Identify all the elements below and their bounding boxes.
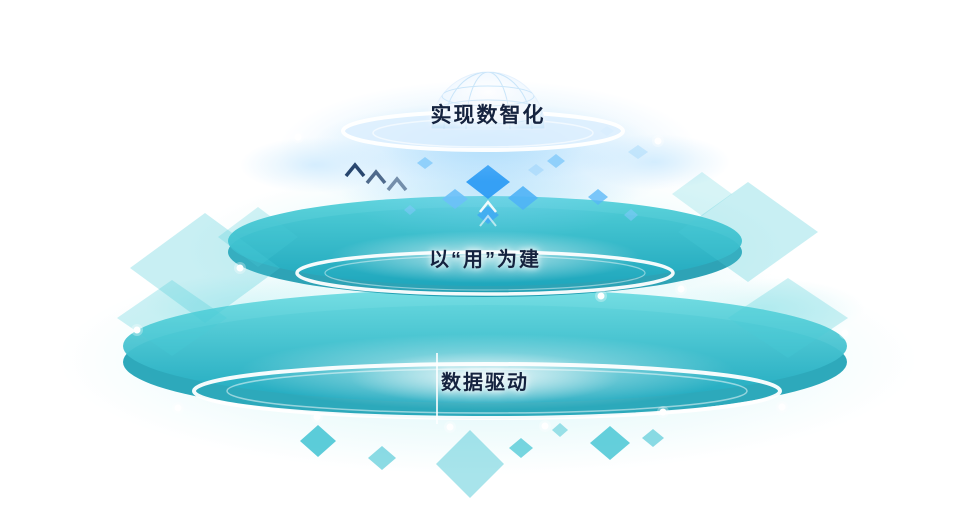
diamond-decor-icon: [218, 207, 298, 267]
diamond-decor-icon: [624, 209, 638, 221]
diamond-decor-icon: [672, 172, 732, 216]
diamond-decor-icon: [590, 426, 630, 460]
rim-dots: [131, 131, 851, 433]
diamond-decor-icon: [130, 213, 280, 323]
diamond-decor-icon: [436, 430, 504, 498]
rim-dot-icon: [313, 413, 321, 421]
rim-dot-icon: [778, 403, 786, 411]
bottom-decor-diamonds: [300, 423, 664, 498]
tier-label-bottom: 数据驱动: [441, 372, 529, 394]
chevron-up-icon: [479, 199, 497, 213]
diamond-decor-icon: [508, 186, 538, 210]
rim-dot-icon: [654, 137, 662, 145]
rim-dot-icon: [677, 285, 685, 293]
tier-label-middle: 以“用”为建: [429, 249, 541, 271]
divider-line: [436, 353, 438, 424]
rim-dot-icon: [236, 264, 244, 272]
diamond-decor-icon: [678, 182, 818, 282]
left-decor-diamonds: [117, 207, 298, 356]
rim-dot-icon: [541, 422, 549, 430]
globe-dome-icon: [430, 71, 546, 130]
tier-top-platform: [313, 102, 653, 182]
rim-dot-icon: [659, 408, 667, 416]
diamond-decor-icon: [588, 189, 608, 205]
diamond-decor-icon: [368, 446, 396, 470]
rim-dot-icon: [133, 326, 141, 334]
diamond-decor-icon: [300, 425, 336, 457]
tier-label-top: 实现数智化: [430, 104, 546, 127]
diamond-decor-icon: [117, 280, 227, 356]
chevron-up-icon: [479, 214, 497, 227]
tier-bottom-platform: [123, 289, 847, 420]
diamond-decor-icon: [509, 438, 533, 458]
diamond-decor-icon: [552, 423, 568, 437]
chevron-up-icon: [386, 176, 408, 192]
rim-dot-icon: [294, 133, 302, 141]
diamond-decor-icon: [442, 189, 468, 209]
rim-dot-icon: [446, 423, 454, 431]
rim-dot-icon: [174, 404, 182, 412]
rim-dot-icon: [597, 292, 605, 300]
diamond-decor-icon: [728, 278, 848, 358]
diamond-decor-icon: [642, 429, 664, 447]
rim-dot-icon: [841, 329, 849, 337]
right-decor-diamonds: [672, 172, 848, 358]
diamond-decor-icon: [404, 205, 416, 215]
